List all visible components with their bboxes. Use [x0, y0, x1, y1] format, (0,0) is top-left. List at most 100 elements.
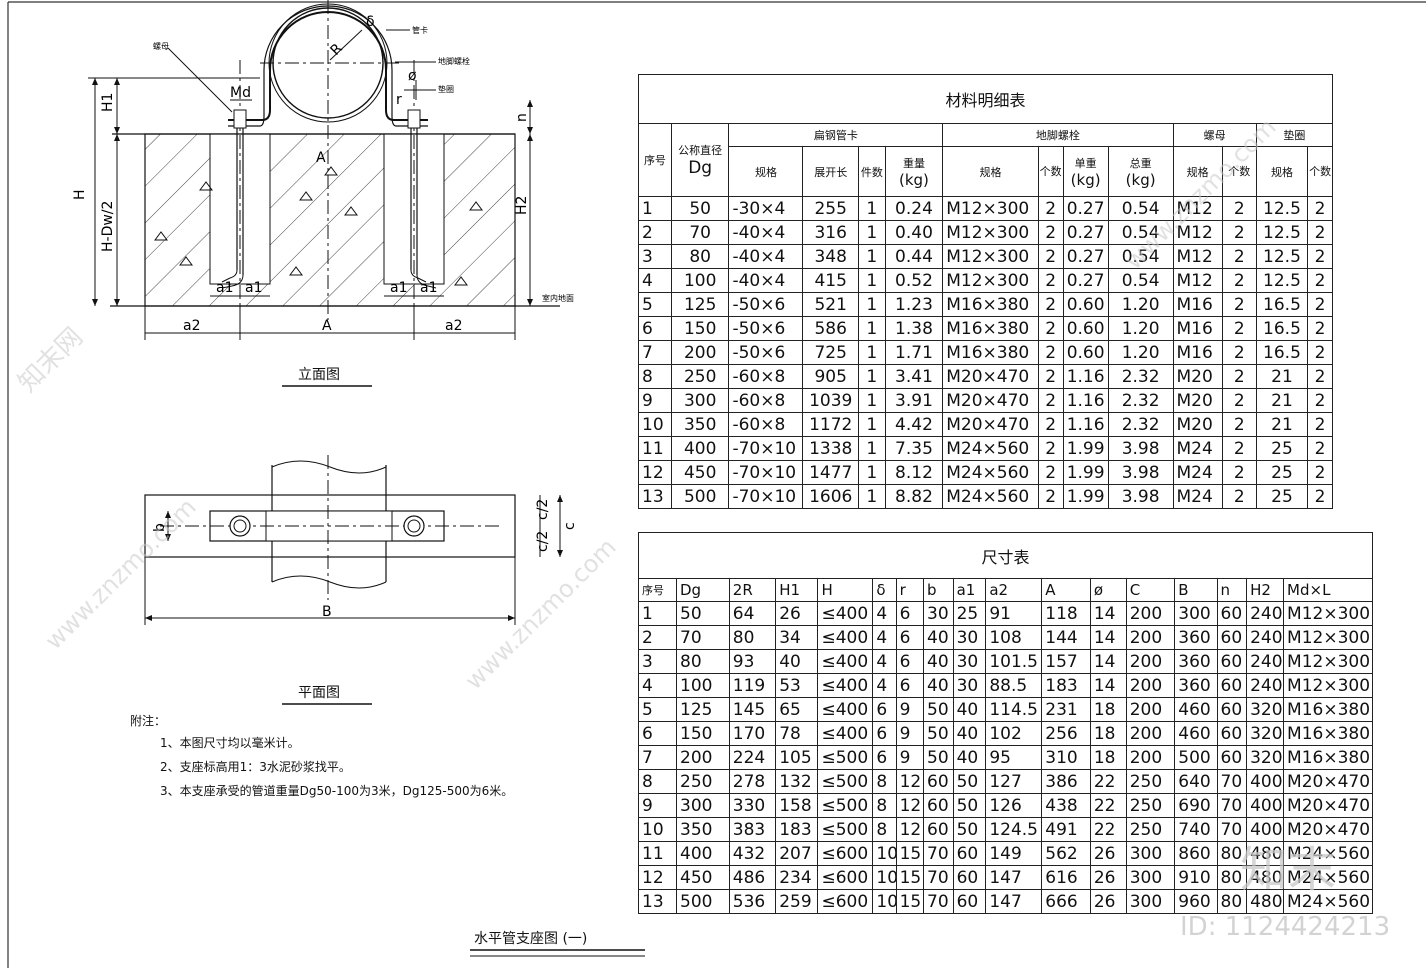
- material-cell: 2: [1037, 484, 1064, 509]
- material-cell: M24×560: [942, 436, 1039, 461]
- material-cell: 1.23: [884, 292, 944, 317]
- dimension-cell: 250: [1125, 769, 1176, 794]
- material-cell: 1172: [802, 412, 859, 437]
- dimension-cell: 126: [985, 793, 1043, 818]
- material-cell: -70×10: [728, 460, 804, 485]
- dimension-cell: 310: [1041, 745, 1091, 770]
- dimension-cell: 256: [1041, 721, 1091, 746]
- dimension-cell: 50: [952, 769, 987, 794]
- material-cell: 2: [1037, 364, 1064, 389]
- material-cell: 25: [1255, 460, 1309, 485]
- dimension-cell: 60: [1216, 649, 1248, 674]
- dimension-cell: 491: [1041, 817, 1091, 842]
- dimension-cell: 460: [1174, 697, 1218, 722]
- hdr-bolt-total: 总重(kg): [1107, 146, 1174, 197]
- material-cell: M20×470: [942, 412, 1039, 437]
- dimension-cell: 6: [872, 697, 897, 722]
- note-3: 3、本支座承受的管道重量Dg50-100为3米，Dg125-500为6米。: [160, 784, 514, 798]
- material-cell: 2: [1307, 364, 1333, 389]
- dimension-cell: 910: [1174, 865, 1218, 890]
- dimension-cell: 486: [728, 865, 777, 890]
- material-cell: 2: [1037, 436, 1064, 461]
- material-cell: 2: [1221, 196, 1257, 221]
- material-cell: 348: [802, 244, 859, 269]
- dimension-cell: 93: [728, 649, 777, 674]
- material-cell: 400: [670, 436, 730, 461]
- dimension-cell: 183: [1041, 673, 1091, 698]
- dimension-cell: 26: [1089, 889, 1127, 914]
- material-cell: 16.5: [1255, 316, 1309, 341]
- material-cell: 1: [857, 460, 886, 485]
- dimension-cell: 207: [775, 841, 819, 866]
- material-cell: 2: [1037, 292, 1064, 317]
- dimension-header-cell: 2R: [728, 578, 777, 602]
- material-cell: 2: [1037, 196, 1064, 221]
- dimension-cell: 300: [1125, 889, 1176, 914]
- material-cell: 0.60: [1062, 340, 1109, 365]
- dimension-cell: 80: [728, 625, 777, 650]
- dim-c2-top: c/2: [535, 499, 551, 520]
- dimension-cell: 4: [872, 601, 897, 626]
- dimension-cell: 60: [1216, 697, 1248, 722]
- concrete-foundation: [144, 133, 516, 307]
- dim-a1-1: a1: [216, 280, 234, 296]
- material-table-title: 材料明细表: [638, 74, 1333, 124]
- material-cell: 1: [857, 268, 886, 293]
- dimension-cell: M24×560: [1283, 889, 1373, 914]
- dimension-cell: 30: [923, 601, 954, 626]
- elevation-view: H H1 H-Dw/2 H2 n A A a2 a2 a1 a1 a1 a1 M…: [72, 0, 574, 340]
- dimension-cell: 147: [985, 865, 1043, 890]
- dimension-cell: 200: [1125, 697, 1176, 722]
- material-cell: 2: [1221, 412, 1257, 437]
- material-cell: M16: [1172, 292, 1223, 317]
- dimension-header-cell: δ: [872, 578, 897, 602]
- dimension-cell: 320: [1246, 697, 1285, 722]
- dimension-cell: 40: [775, 649, 819, 674]
- dimension-cell: 320: [1246, 745, 1285, 770]
- dimension-cell: 60: [952, 865, 987, 890]
- material-cell: 2: [1221, 436, 1257, 461]
- material-cell: -50×6: [728, 340, 804, 365]
- dimension-cell: 26: [775, 601, 819, 626]
- material-cell: M16×380: [942, 340, 1039, 365]
- material-cell: 0.27: [1062, 196, 1109, 221]
- dimension-header-cell: r: [895, 578, 925, 602]
- material-cell: 21: [1255, 364, 1309, 389]
- dimension-cell: 6: [895, 625, 925, 650]
- dimension-cell: 30: [952, 625, 987, 650]
- dimension-cell: ≤400: [817, 721, 874, 746]
- material-cell: 2: [1307, 484, 1333, 509]
- dimension-cell: 12: [638, 865, 677, 890]
- dimension-cell: 240: [1246, 601, 1285, 626]
- material-cell: 2: [1307, 412, 1333, 437]
- material-cell: 25: [1255, 484, 1309, 509]
- dimension-cell: 8: [872, 817, 897, 842]
- label-washer: 垫圈: [438, 84, 454, 94]
- dimension-cell: 50: [923, 745, 954, 770]
- dimension-cell: 40: [952, 721, 987, 746]
- material-cell: 2: [1037, 388, 1064, 413]
- dimension-cell: 60: [1216, 673, 1248, 698]
- dimension-cell: 250: [1125, 793, 1176, 818]
- material-cell: 2.32: [1107, 412, 1174, 437]
- dimension-cell: 300: [1125, 841, 1176, 866]
- material-cell: 1.16: [1062, 388, 1109, 413]
- dimension-cell: 330: [728, 793, 777, 818]
- dimension-cell: 536: [728, 889, 777, 914]
- dimension-cell: M20×470: [1283, 817, 1373, 842]
- dimension-cell: 500: [676, 889, 730, 914]
- dimension-cell: 640: [1174, 769, 1218, 794]
- dim-Md: Md: [230, 85, 251, 101]
- material-cell: 2: [638, 220, 672, 245]
- material-cell: M24: [1172, 484, 1223, 509]
